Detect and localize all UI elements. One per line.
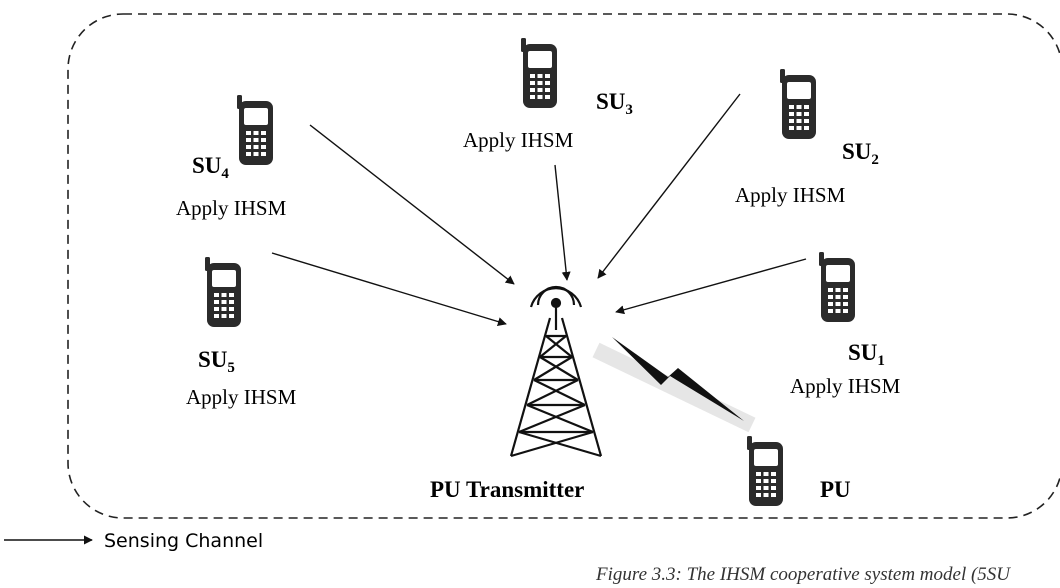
su5-phone-icon <box>205 257 241 327</box>
su1-note: Apply IHSM <box>790 374 901 398</box>
su3-phone-icon <box>521 38 557 108</box>
su2-note: Apply IHSM <box>735 183 846 207</box>
arrow-su5-to-tower <box>271 252 507 326</box>
legend-label: Sensing Channel <box>104 530 263 552</box>
su4-phone-icon <box>237 95 273 165</box>
su4-note: Apply IHSM <box>176 196 287 220</box>
su2-phone-icon <box>780 69 816 139</box>
su2-label: SU2 <box>842 139 879 168</box>
arrow-su3-to-tower <box>554 164 571 281</box>
pu-transmitter-label: PU Transmitter <box>430 477 584 502</box>
transmission-tower-icon <box>509 285 603 458</box>
sensing-channel-arrows <box>271 93 807 326</box>
pu-label: PU <box>820 477 851 502</box>
legend: Sensing Channel <box>4 530 263 552</box>
arrow-su2-to-tower <box>597 93 741 279</box>
pu-phone-icon <box>747 436 783 506</box>
arrow-su4-to-tower <box>309 124 515 285</box>
su1-label: SU1 <box>848 340 885 369</box>
su5-label: SU5 <box>198 347 235 376</box>
figure-caption: Figure 3.3: The IHSM cooperative system … <box>595 564 1011 585</box>
su5-note: Apply IHSM <box>186 385 297 409</box>
su4-label: SU4 <box>192 153 229 182</box>
su3-note: Apply IHSM <box>463 128 574 152</box>
network-area-boundary <box>67 13 1060 519</box>
su3-label: SU3 <box>596 89 633 118</box>
su1-phone-icon <box>819 252 855 322</box>
wireless-link-lightning <box>592 337 756 433</box>
arrow-su1-to-tower <box>615 258 807 315</box>
